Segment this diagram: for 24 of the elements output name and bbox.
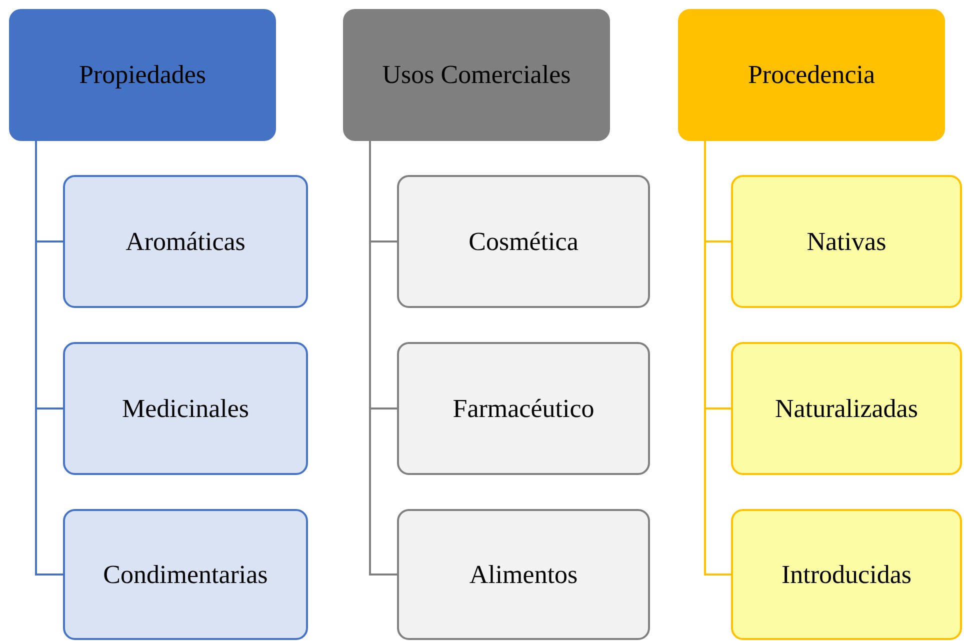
item-box bbox=[731, 175, 962, 308]
category-header-box bbox=[9, 9, 276, 141]
box-label: Nativas bbox=[806, 226, 886, 256]
box-label: Cosmética bbox=[468, 226, 578, 256]
box-label: Propiedades bbox=[78, 60, 206, 90]
box-label: Introducidas bbox=[782, 560, 912, 590]
box-label: Alimentos bbox=[469, 560, 578, 590]
category-header-box bbox=[343, 9, 610, 141]
box-label: Aromáticas bbox=[126, 226, 246, 256]
box-label: Usos Comerciales bbox=[382, 60, 571, 90]
box-label: Farmacéutico bbox=[452, 394, 594, 424]
category-header-box bbox=[678, 9, 945, 141]
item-box bbox=[731, 342, 962, 475]
item-box bbox=[63, 175, 308, 308]
item-box bbox=[397, 342, 650, 475]
box-label: Procedencia bbox=[748, 60, 876, 90]
box-label: Condimentarias bbox=[103, 560, 268, 590]
item-box bbox=[397, 175, 650, 308]
item-box bbox=[397, 509, 650, 640]
item-box bbox=[731, 509, 962, 640]
box-label: Naturalizadas bbox=[775, 394, 918, 424]
item-box bbox=[63, 342, 308, 475]
box-label: Medicinales bbox=[122, 394, 250, 424]
item-box bbox=[63, 509, 308, 640]
